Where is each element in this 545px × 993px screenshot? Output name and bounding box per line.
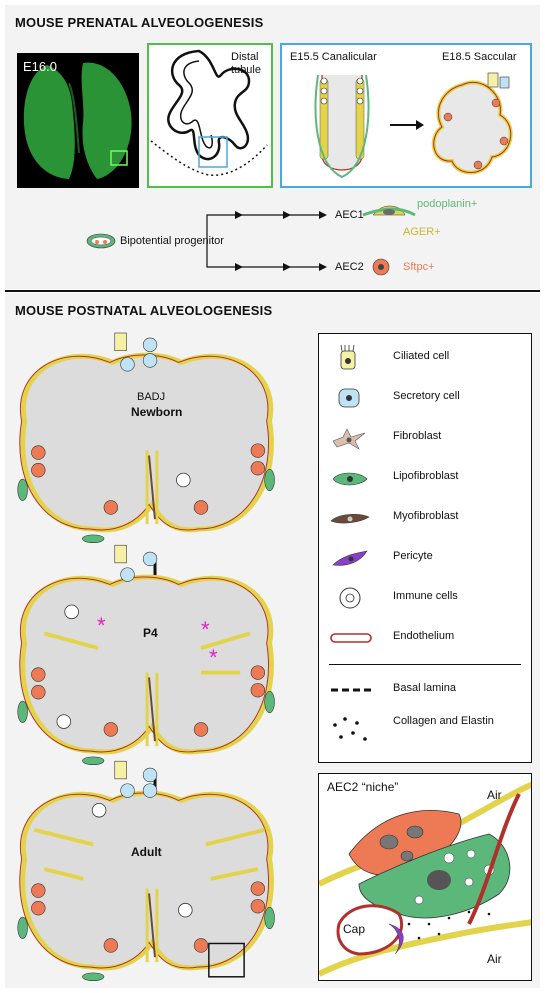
- postnatal-title: MOUSE POSTNATAL ALVEOLOGENESIS: [15, 303, 273, 318]
- prenatal-panel: MOUSE PRENATAL ALVEOLOGENESIS E16.0 Dist…: [5, 5, 540, 289]
- prenatal-title: MOUSE PRENATAL ALVEOLOGENESIS: [15, 15, 264, 30]
- distal-tubule-label: Distal tubule: [231, 51, 261, 76]
- aec1-marker-ager: AGER+: [403, 226, 441, 238]
- legend-myofibroblast-label: Myofibroblast: [393, 510, 459, 522]
- stage-comparison-box: E15.5 Canalicular E18.5 Saccular: [280, 43, 532, 188]
- aec2-cell-icon: [372, 258, 390, 276]
- aec2-marker: Sftpc+: [403, 261, 435, 273]
- newborn-alveolus: [18, 332, 275, 543]
- legend-pericyte: Pericyte: [319, 542, 479, 574]
- legend-ciliated: Ciliated cell: [319, 342, 479, 374]
- legend-ciliated-label: Ciliated cell: [393, 350, 450, 362]
- adult-alveolus: [18, 760, 275, 981]
- progenitor-label: Bipotential progenitor: [120, 235, 224, 247]
- canalicular-label: E15.5 Canalicular: [290, 51, 377, 63]
- aec2-label: AEC2: [335, 261, 364, 273]
- niche-air-top: Air: [487, 788, 502, 802]
- niche-air-bottom: Air: [487, 952, 502, 966]
- newborn-label: Newborn: [131, 405, 183, 419]
- legend-immune-label: Immune cells: [393, 590, 458, 602]
- pericyte-icon: [332, 550, 368, 566]
- legend-fibroblast-label: Fibroblast: [393, 430, 442, 442]
- micrograph-label: E16.0: [23, 59, 57, 74]
- zoom-square: [110, 150, 128, 166]
- immune-cell-icon: [339, 587, 361, 609]
- distal-tubule-box: Distal tubule: [147, 43, 273, 188]
- niche-drawing: [319, 781, 531, 977]
- legend-collagen: Collagen and Elastin: [319, 712, 494, 756]
- aec1-label: AEC1: [335, 209, 364, 221]
- legend-collagen-label: Collagen and Elastin: [393, 715, 494, 727]
- collagen-elastin-icon: [333, 717, 367, 741]
- legend-secretory: Secretory cell: [319, 382, 479, 414]
- badj-label: BADJ: [137, 391, 166, 403]
- tubule-drawing: [150, 49, 268, 176]
- legend-basal-lamina-label: Basal lamina: [393, 682, 456, 694]
- progenitor-icon: [86, 233, 116, 249]
- legend-lipofibroblast: Lipofibroblast: [319, 462, 479, 494]
- adult-label: Adult: [131, 845, 162, 859]
- endothelium-icon: [330, 633, 372, 643]
- asterisk-2: *: [201, 617, 210, 642]
- legend-basal-lamina: Basal lamina: [319, 674, 479, 706]
- legend-divider: [329, 664, 521, 665]
- alveolus-stages: [5, 332, 305, 973]
- ciliated-cell-icon: [340, 344, 356, 370]
- e16-micrograph: E16.0: [17, 53, 139, 188]
- legend-myofibroblast: Myofibroblast: [319, 502, 479, 534]
- legend-fibroblast: Fibroblast: [319, 422, 479, 454]
- legend-endothelium: Endothelium: [319, 622, 479, 654]
- legend-immune: Immune cells: [319, 582, 479, 614]
- legend-endothelium-label: Endothelium: [393, 630, 455, 642]
- lipofibroblast-icon: [332, 472, 368, 486]
- secretory-cell-icon: [338, 388, 360, 408]
- canalicular-saccular-drawing: [314, 72, 513, 179]
- legend-secretory-label: Secretory cell: [393, 390, 460, 402]
- saccular-label: E18.5 Saccular: [442, 51, 517, 63]
- myofibroblast-icon: [330, 514, 370, 524]
- niche-title: AEC2 “niche”: [327, 780, 399, 794]
- niche-zoom-box: [208, 942, 245, 978]
- p4-alveolus: [18, 544, 275, 765]
- p4-label: P4: [143, 626, 158, 640]
- niche-cap: Cap: [343, 922, 366, 936]
- asterisk-1: *: [97, 613, 106, 638]
- aec1-marker-podoplanin: podoplanin+: [417, 198, 478, 210]
- aec1-cell-icon: [362, 205, 416, 217]
- legend-box: Ciliated cell Secretory cell Fibroblast …: [318, 333, 532, 763]
- aec2-niche-inset: AEC2 “niche” Air Air Cap: [318, 773, 532, 981]
- asterisk-3: *: [209, 645, 218, 670]
- postnatal-panel: MOUSE POSTNATAL ALVEOLOGENESIS: [5, 293, 540, 988]
- section-divider: [5, 290, 540, 292]
- basal-lamina-icon: [331, 688, 371, 692]
- lung-lobes-image: [23, 62, 132, 180]
- legend-lipofibroblast-label: Lipofibroblast: [393, 470, 459, 482]
- fibroblast-icon: [332, 428, 366, 450]
- lineage-diagram: [86, 205, 416, 276]
- legend-pericyte-label: Pericyte: [393, 550, 433, 562]
